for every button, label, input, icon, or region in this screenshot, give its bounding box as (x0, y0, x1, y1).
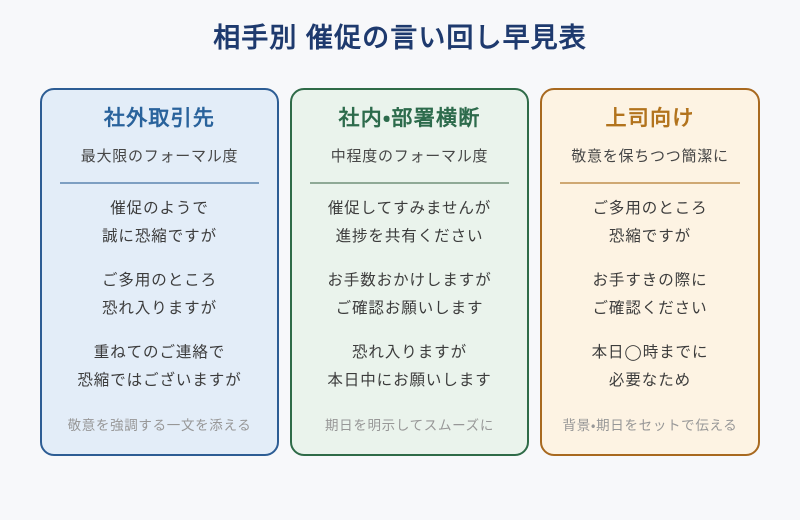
phrase: 本日◯時までに 必要なため (560, 339, 740, 395)
phrase-list: ご多用のところ 恐縮ですが お手すきの際に ご確認ください 本日◯時までに 必要… (560, 195, 740, 394)
phrase: ご多用のところ 恐れ入りますが (60, 267, 259, 323)
divider (560, 182, 740, 185)
phrase-line: 恐れ入りますが (351, 343, 467, 361)
phrase-line: 必要なため (608, 371, 692, 389)
card-subtitle: 敬意を保ちつつ簡潔に (571, 148, 729, 166)
phrase-line: 本日中にお願いします (327, 371, 492, 389)
phrase-line: 重ねてのご連絡で (93, 343, 226, 361)
phrase-line: ご多用のところ (101, 271, 217, 289)
phrase-list: 催促してすみませんが 進捗を共有ください お手数おかけしますが ご確認お願いしま… (310, 195, 509, 394)
card-external-partners: 社外取引先 最大限のフォーマル度 催促のようで 誠に恐縮ですが ご多用のところ … (40, 87, 279, 456)
divider (60, 182, 259, 185)
phrase: 催促してすみませんが 進捗を共有ください (310, 195, 509, 251)
card-internal-cross-department: 社内・部署横断 中程度のフォーマル度 催促してすみませんが 進捗を共有ください … (290, 87, 529, 456)
phrase: 恐れ入りますが 本日中にお願いします (310, 339, 509, 395)
card-for-boss: 上司向け 敬意を保ちつつ簡潔に ご多用のところ 恐縮ですが お手すきの際に ご確… (540, 87, 760, 456)
phrase: 催促のようで 誠に恐縮ですが (60, 195, 259, 251)
phrase-line: 本日◯時までに (591, 343, 709, 361)
phrase-line: ご確認ください (592, 299, 708, 317)
divider (310, 182, 509, 185)
phrase-line: 催促のようで (110, 200, 209, 218)
phrase: ご多用のところ 恐縮ですが (560, 195, 740, 251)
phrase-line: 恐縮ではございますが (77, 371, 242, 389)
page-title: 相手別 催促の言い回し早見表 (213, 23, 587, 53)
card-title: 上司向け (605, 106, 695, 130)
phrase-line: 恐れ入りますが (101, 299, 217, 317)
phrase-line: お手すきの際に (592, 271, 708, 289)
phrase-line: 恐縮ですが (608, 228, 692, 246)
phrase-line: お手数おかけしますが (327, 271, 492, 289)
card-subtitle: 中程度のフォーマル度 (330, 148, 489, 166)
phrase: お手数おかけしますが ご確認お願いします (310, 267, 509, 323)
phrase-line: 催促してすみませんが (327, 200, 492, 218)
card-footer-note: 背景・期日をセットで伝える (562, 417, 738, 433)
phrase-line: ご多用のところ (592, 200, 708, 218)
phrase: お手すきの際に ご確認ください (560, 267, 740, 323)
card-title: 社外取引先 (103, 106, 216, 130)
card-title: 社内・部署横断 (338, 106, 481, 130)
phrase-line: ご確認お願いします (335, 299, 484, 317)
card-footer-note: 期日を明示してスムーズに (324, 417, 495, 433)
phrase-line: 進捗を共有ください (335, 228, 484, 246)
card-footer-note: 敬意を強調する一文を添える (67, 417, 252, 433)
cards-row: 社外取引先 最大限のフォーマル度 催促のようで 誠に恐縮ですが ご多用のところ … (40, 87, 760, 456)
phrase-line: 誠に恐縮ですが (101, 228, 217, 246)
phrase-list: 催促のようで 誠に恐縮ですが ご多用のところ 恐れ入りますが 重ねてのご連絡で … (60, 195, 259, 394)
card-subtitle: 最大限のフォーマル度 (80, 148, 239, 166)
phrase: 重ねてのご連絡で 恐縮ではございますが (60, 339, 259, 395)
